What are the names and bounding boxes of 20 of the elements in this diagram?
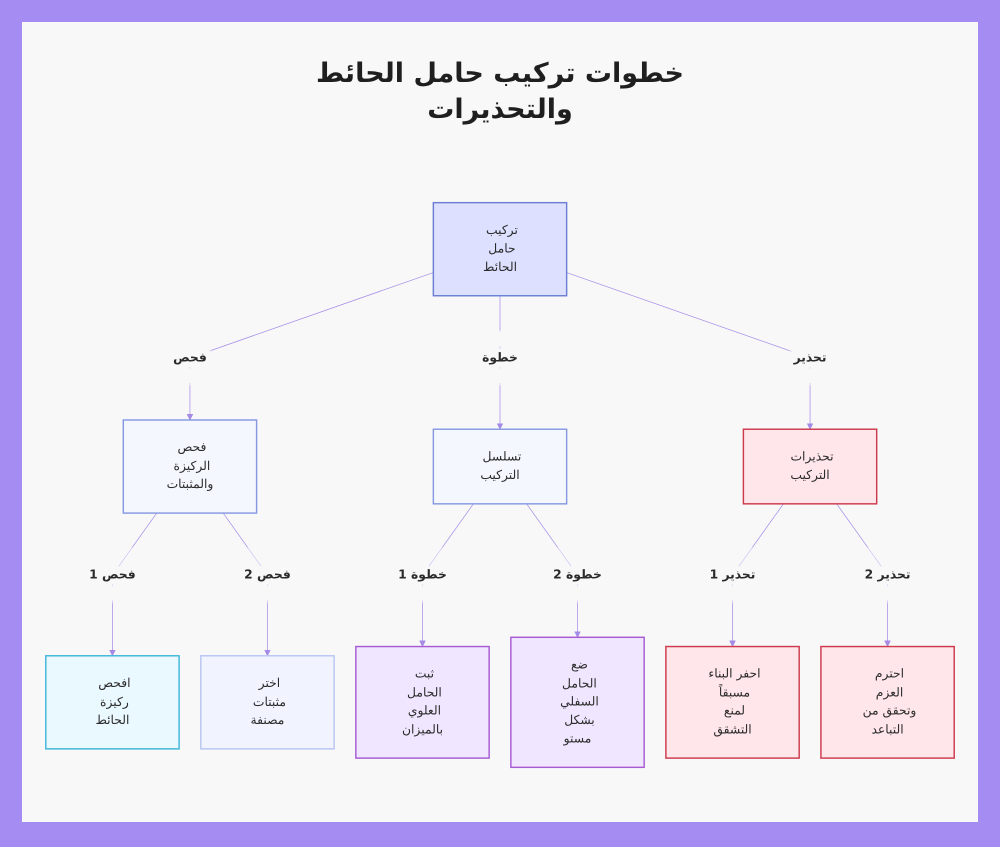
edge-label: فحص [173, 350, 207, 365]
node-box: ثبت الحامل العلوي بالميزان [355, 646, 490, 759]
edge-label: خطوة [482, 350, 518, 365]
edge-label: تحذير [794, 350, 826, 365]
node-box: تركيب حامل الحائط [432, 202, 568, 296]
edge-label: فحص 2 [244, 567, 291, 582]
node-box: افحص ركيزة الحائط [45, 655, 180, 750]
edge-label: تحذير 1 [710, 567, 756, 582]
node-box: اختر مثبتات مصنفة [200, 655, 335, 750]
edge-label: خطوة 2 [553, 567, 602, 582]
edge-label: تحذير 2 [864, 567, 910, 582]
edge-label: فحص 1 [89, 567, 136, 582]
node-box: ضع الحامل السفلي بشكل مستو [510, 636, 645, 768]
node-box: احفر البناء مسبقاً لمنع التشقق [665, 646, 800, 759]
node-box: احترم العزم وتحقق من التباعد [820, 646, 955, 759]
node-box: تسلسل التركيب [432, 428, 568, 505]
node-box: تحذيرات التركيب [742, 428, 878, 505]
diagram-title: خطوات تركيب حامل الحائط والتحذيرات [315, 57, 685, 128]
edge-label: خطوة 1 [398, 567, 447, 582]
node-box: فحص الركيزة والمثبتات [122, 419, 258, 514]
